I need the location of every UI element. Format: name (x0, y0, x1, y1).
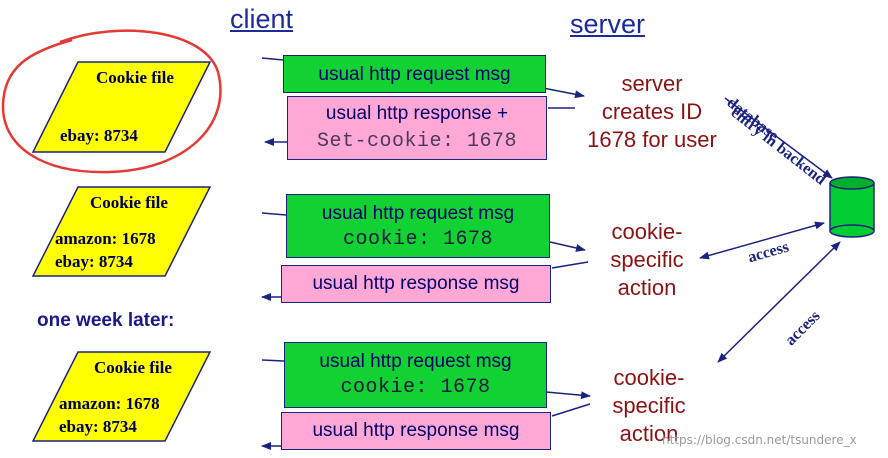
cookie-file-1-entry-ebay: ebay: 8734 (60, 126, 138, 145)
cookie-file-2-title: Cookie file (90, 193, 168, 212)
one-week-later-label: one week later: (37, 310, 175, 331)
cookie-file-3-entry-amazon: amazon: 1678 (59, 394, 160, 413)
request-msg-2-cookie: cookie: 1678 (342, 228, 494, 251)
req1-line (261, 57, 284, 61)
response-msg-1: usual http response + Set-cookie: 1678 (287, 96, 547, 160)
response-msg-2-label: usual http response msg (312, 273, 520, 294)
client-header: client (230, 4, 294, 34)
server-header: server (570, 9, 646, 39)
response-msg-2: usual http response msg (281, 265, 551, 303)
database-icon (829, 176, 875, 238)
response-msg-1-set-cookie: Set-cookie: 1678 (316, 130, 518, 153)
cookie-file-2-entry-amazon: amazon: 1678 (55, 229, 156, 248)
server-creates-id-line-3: 1678 for user (587, 127, 717, 152)
access-arrow-2 (717, 241, 841, 363)
cookie-file-1-title: Cookie file (96, 68, 174, 87)
action-2-line-2: specific (612, 393, 686, 418)
request-msg-2-label: usual http request msg (321, 203, 515, 224)
cookie-file-1-shape (31, 61, 212, 153)
watermark-text: https://blog.csdn.net/tsundere_x (662, 433, 857, 447)
request-msg-2: usual http request msg cookie: 1678 (286, 194, 550, 258)
request-msg-1: usual http request msg (283, 55, 546, 93)
server-creates-id-line-2: creates ID (601, 99, 703, 124)
req1-server-arrow (542, 87, 585, 99)
action-1-line-2: specific (610, 247, 684, 272)
cookie-specific-action-2: cookie- specific action (594, 364, 704, 448)
resp2-server-line (551, 261, 589, 269)
request-msg-3-cookie: cookie: 1678 (340, 376, 491, 399)
cookie-specific-action-1: cookie- specific action (592, 218, 702, 302)
server-creates-id-note: server creates ID 1678 for user (564, 70, 740, 154)
req3-server-arrow (545, 391, 591, 400)
response-msg-1-label: usual http response + (325, 103, 509, 124)
cookie-file-2-entry-ebay: ebay: 8734 (55, 252, 133, 271)
resp3-server-line (551, 403, 591, 417)
response-msg-3-label: usual http response msg (312, 420, 520, 441)
req2-line (261, 212, 287, 216)
backend-entry-arrow (724, 97, 833, 179)
req3-line (261, 359, 285, 362)
response-msg-3: usual http response msg (281, 412, 551, 450)
action-1-line-1: cookie- (611, 219, 683, 244)
cookie-file-2-shape (31, 186, 212, 277)
cookie-file-3-title: Cookie file (94, 358, 172, 377)
request-msg-1-label: usual http request msg (318, 64, 511, 85)
server-creates-id-line-1: server (621, 71, 683, 96)
request-msg-3-label: usual http request msg (319, 351, 512, 372)
request-msg-3: usual http request msg cookie: 1678 (284, 342, 547, 408)
req2-server-arrow (549, 241, 586, 252)
cookie-file-3-shape (31, 351, 212, 442)
action-2-line-3: action (619, 421, 679, 446)
highlight-circle (1, 29, 222, 174)
action-2-line-1: cookie- (613, 365, 685, 390)
cookie-file-3-entry-ebay: ebay: 8734 (59, 417, 137, 436)
action-1-line-3: action (617, 275, 677, 300)
